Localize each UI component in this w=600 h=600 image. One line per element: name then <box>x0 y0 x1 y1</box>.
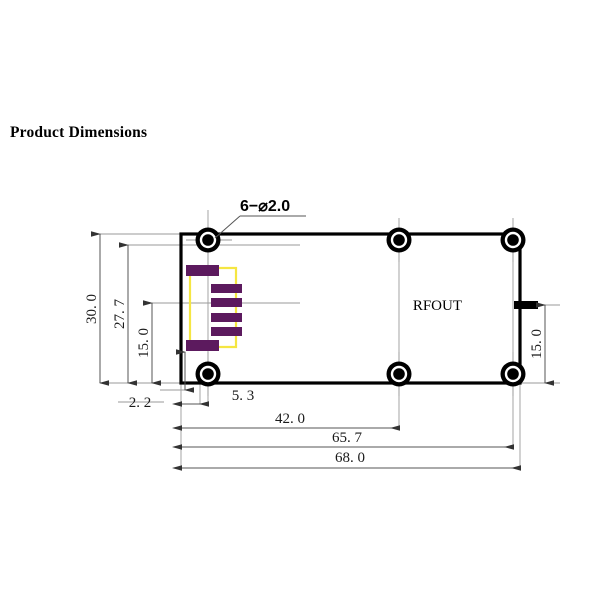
dim-15-0-right: 15. 0 <box>529 302 554 386</box>
dim-65-7-label: 65. 7 <box>332 430 363 446</box>
hole-callout-leader <box>214 215 306 239</box>
dim-2-2-label: 2. 2 <box>129 395 152 411</box>
mounting-hole-top-left <box>194 226 222 254</box>
page-title: Product Dimensions <box>10 124 148 141</box>
hole-callout-label: 6−⌀2.0 <box>240 198 290 215</box>
mounting-hole-bottom-center <box>385 360 413 388</box>
dim-65-7: 65. 7 <box>172 430 514 450</box>
dim-68-0-label: 68. 0 <box>335 450 365 466</box>
dim-5-3-label: 5. 3 <box>232 388 255 404</box>
dim-15-0-right-label: 15. 0 <box>529 329 545 359</box>
edge-pad-bottom <box>186 340 219 351</box>
dim-2-2: 2. 2 <box>129 349 194 411</box>
inner-pad-2 <box>211 298 242 307</box>
dim-5-3: 5. 3 <box>172 388 255 407</box>
dim-42-0: 42. 0 <box>172 411 400 431</box>
pad-group <box>186 265 242 351</box>
dim-15-0-left: 15. 0 <box>136 300 161 386</box>
pcb-outline <box>179 232 522 385</box>
dim-30-0-label: 30. 0 <box>84 294 100 324</box>
inner-pad-4 <box>211 327 242 336</box>
dim-30-0: 30. 0 <box>84 231 109 386</box>
dim-27-7-label: 27. 7 <box>112 299 128 330</box>
mounting-hole-top-right <box>499 226 527 254</box>
extension-lines <box>100 233 560 470</box>
dim-27-7: 27. 7 <box>112 242 137 386</box>
dim-68-0: 68. 0 <box>172 450 521 471</box>
inner-pad-3 <box>211 313 242 322</box>
mounting-hole-bottom-left <box>194 360 222 388</box>
dim-15-0-left-label: 15. 0 <box>136 328 152 358</box>
rfout-label: RFOUT <box>413 298 462 314</box>
edge-pad-top <box>186 265 219 276</box>
mounting-holes <box>194 226 527 388</box>
dim-42-0-label: 42. 0 <box>275 411 305 427</box>
rfout-connector <box>514 301 538 309</box>
mounting-hole-bottom-right <box>499 360 527 388</box>
inner-pad-1 <box>211 284 242 293</box>
mounting-hole-top-center <box>385 226 413 254</box>
